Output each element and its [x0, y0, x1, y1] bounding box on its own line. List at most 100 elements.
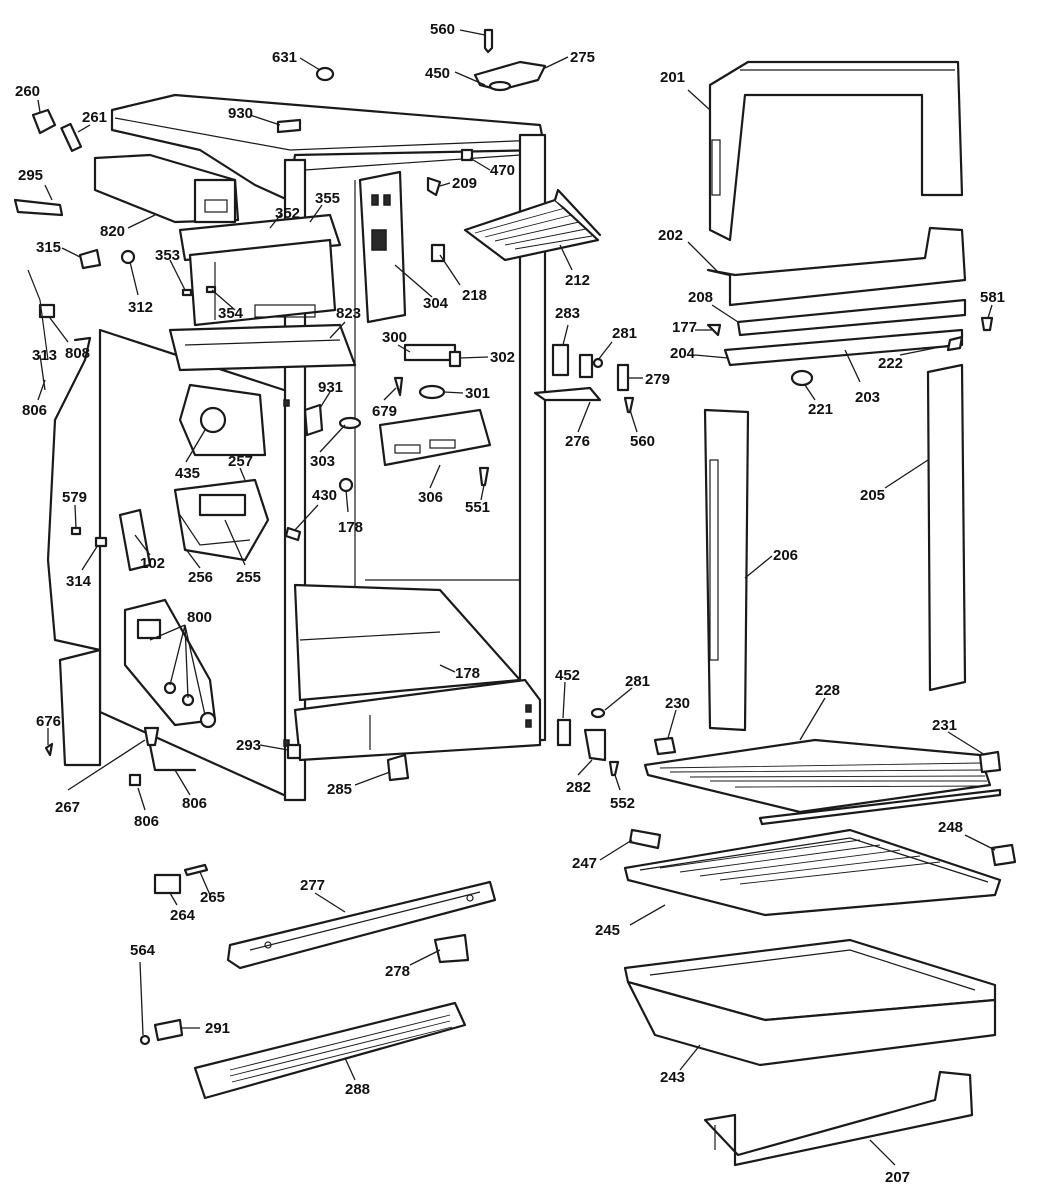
label-204: 204 — [670, 345, 696, 362]
clip-430 — [284, 526, 302, 542]
clip-209 — [426, 176, 442, 197]
label-353: 353 — [155, 247, 180, 264]
screw-552 — [608, 760, 620, 777]
label-679: 679 — [372, 403, 397, 420]
label-312: 312 — [128, 299, 153, 316]
light-301 — [418, 384, 446, 400]
hinge-276 — [533, 386, 602, 402]
label-301: 301 — [465, 385, 490, 402]
drip-tray-823 — [168, 323, 357, 372]
shelf-228 — [643, 738, 1002, 826]
label-806-b: 806 — [182, 795, 207, 812]
label-257: 257 — [228, 453, 253, 470]
label-581: 581 — [980, 289, 1005, 306]
label-281-b: 281 — [625, 673, 650, 690]
clip-222 — [946, 335, 964, 352]
label-260: 260 — [15, 83, 40, 100]
thermostat-300 — [403, 343, 457, 362]
label-202: 202 — [658, 227, 683, 244]
label-551: 551 — [465, 499, 490, 516]
knob-302 — [448, 350, 462, 368]
label-676: 676 — [36, 713, 61, 730]
clip-930 — [276, 118, 302, 134]
label-201: 201 — [660, 69, 685, 86]
hinge-282 — [583, 728, 607, 762]
label-564: 564 — [130, 942, 156, 959]
label-282: 282 — [566, 779, 591, 796]
label-313: 313 — [32, 347, 57, 364]
label-276: 276 — [565, 433, 590, 450]
label-820: 820 — [100, 223, 125, 240]
label-208: 208 — [688, 289, 713, 306]
pin-177 — [706, 323, 722, 337]
hinge-pin — [578, 353, 594, 379]
label-248: 248 — [938, 819, 963, 836]
label-222: 222 — [878, 355, 903, 372]
label-314: 314 — [66, 573, 92, 590]
label-450: 450 — [425, 65, 450, 82]
timer-box — [193, 178, 237, 224]
roller-264 — [153, 873, 182, 895]
screw-560b — [623, 396, 635, 414]
knob-260 — [31, 108, 57, 135]
door-frame-201 — [708, 60, 964, 242]
bracket-283 — [551, 343, 570, 377]
label-560-b: 560 — [630, 433, 655, 450]
rail-203 — [723, 328, 964, 367]
label-267: 267 — [55, 799, 80, 816]
screw-560 — [483, 28, 494, 54]
label-631: 631 — [272, 49, 297, 66]
label-930: 930 — [228, 105, 253, 122]
label-800: 800 — [187, 609, 212, 626]
label-315: 315 — [36, 239, 61, 256]
cap-221 — [790, 369, 814, 387]
tube-313 — [46, 336, 102, 652]
washer-281b — [590, 707, 606, 719]
label-275: 275 — [570, 49, 595, 66]
label-281: 281 — [612, 325, 637, 342]
label-435: 435 — [175, 465, 200, 482]
screw-581 — [980, 316, 994, 332]
label-302: 302 — [490, 349, 515, 366]
label-283: 283 — [555, 305, 580, 322]
label-228: 228 — [815, 682, 840, 699]
label-354: 354 — [218, 305, 244, 322]
label-808: 808 — [65, 345, 90, 362]
label-304: 304 — [423, 295, 449, 312]
bracket-291 — [153, 1018, 184, 1042]
fitting-806 — [143, 726, 160, 747]
clip-285 — [386, 753, 410, 782]
label-470: 470 — [490, 162, 515, 179]
label-293: 293 — [236, 737, 261, 754]
label-295: 295 — [18, 167, 43, 184]
switch-278 — [433, 933, 470, 964]
label-255: 255 — [236, 569, 261, 586]
switch-255 — [198, 493, 247, 517]
label-552: 552 — [610, 795, 635, 812]
label-247: 247 — [572, 855, 597, 872]
pin-279 — [616, 363, 630, 392]
label-277: 277 — [300, 877, 325, 894]
door-bin-207 — [703, 1070, 974, 1167]
clip-230 — [653, 736, 677, 756]
label-300: 300 — [382, 329, 407, 346]
label-264: 264 — [170, 907, 196, 924]
label-102: 102 — [140, 555, 165, 572]
plug-178 — [338, 477, 354, 493]
pin-265 — [183, 863, 209, 877]
label-178-a: 178 — [338, 519, 363, 536]
label-452: 452 — [555, 667, 580, 684]
label-212: 212 — [565, 272, 590, 289]
label-205: 205 — [860, 487, 885, 504]
rail-277 — [226, 880, 497, 970]
socket-435 — [199, 406, 227, 434]
label-177: 177 — [672, 319, 697, 336]
screw-314 — [94, 536, 108, 548]
tray-245 — [623, 828, 1002, 917]
part-labels: 560 631 450 275 201 260 261 930 470 295 … — [15, 21, 1005, 1186]
washer-281 — [592, 357, 604, 369]
clip-231 — [978, 750, 1002, 774]
screw-564 — [139, 1034, 151, 1046]
screw-354 — [205, 285, 217, 294]
